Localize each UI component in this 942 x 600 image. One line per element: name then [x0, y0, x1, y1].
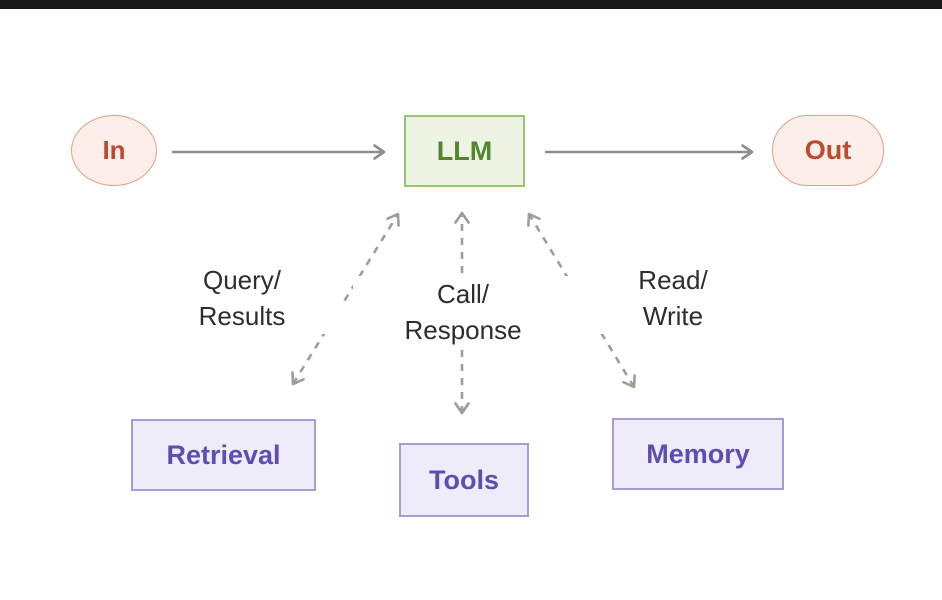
node-memory: Memory	[612, 418, 784, 490]
edge-label-read-write: Read/ Write	[573, 262, 773, 334]
edge-label-call-response: Call/ Response	[353, 276, 573, 348]
edge-label-query-line1: Query/	[202, 265, 282, 295]
node-out-label: Out	[804, 135, 852, 165]
edge-label-call-line2: Response	[404, 315, 522, 345]
node-retrieval: Retrieval	[131, 419, 316, 491]
edge-label-read-line2: Write	[642, 301, 704, 331]
edge-label-query-line2: Results	[198, 301, 286, 331]
node-in-label: In	[102, 135, 126, 165]
edge-label-query-results: Query/ Results	[142, 262, 342, 334]
node-llm: LLM	[404, 115, 525, 187]
edge-label-call-line1: Call/	[436, 279, 489, 309]
node-tools-label: Tools	[429, 464, 499, 495]
node-memory-label: Memory	[646, 438, 750, 469]
node-tools: Tools	[399, 443, 529, 517]
node-in: In	[71, 115, 157, 186]
node-retrieval-label: Retrieval	[166, 439, 281, 470]
node-out: Out	[772, 115, 884, 186]
edge-label-read-line1: Read/	[638, 265, 708, 295]
node-llm-label: LLM	[436, 135, 493, 166]
top-black-bar	[0, 0, 942, 9]
